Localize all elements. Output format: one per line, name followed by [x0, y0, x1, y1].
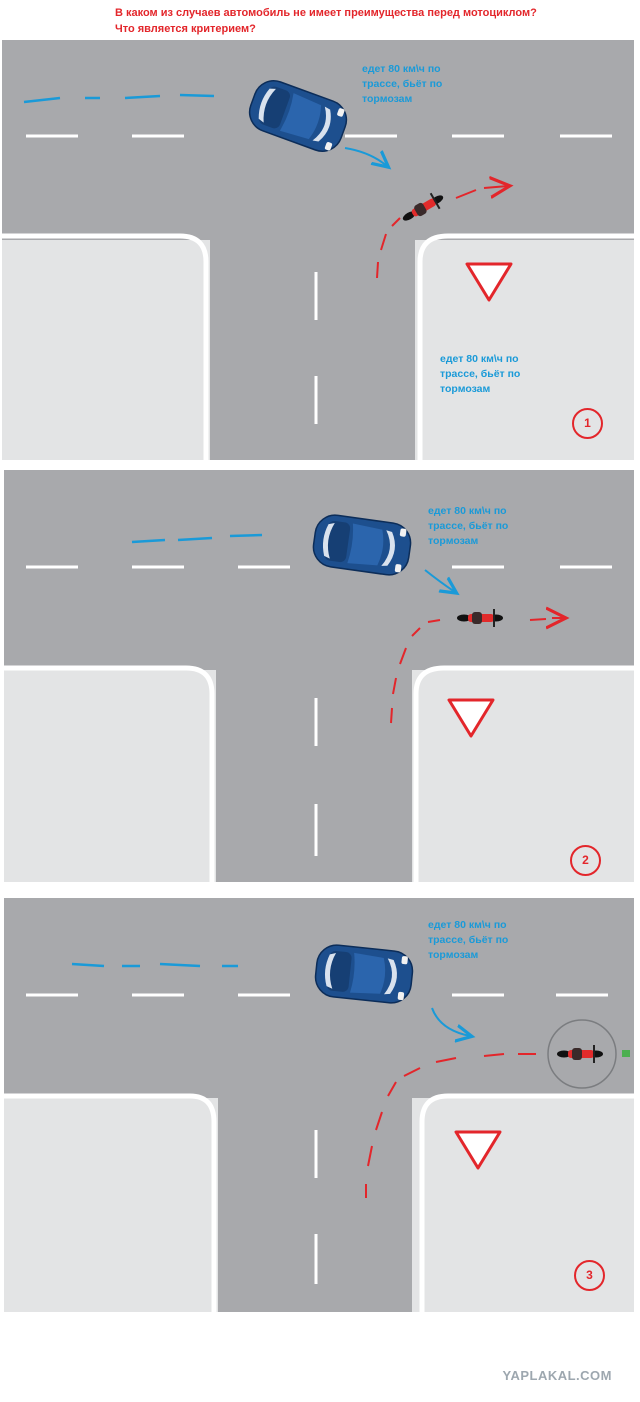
scenario-number: 2 — [570, 845, 601, 876]
watermark: YAPLAKAL.COM — [502, 1368, 612, 1383]
car-path — [71, 962, 238, 968]
car-icon — [312, 942, 416, 1006]
car-brake-arrow — [344, 147, 387, 166]
moto-arrow — [529, 618, 564, 620]
scenario-number: 1 — [572, 408, 603, 439]
intersection-diagram-3 — [4, 898, 634, 1312]
moto-path — [390, 619, 441, 724]
green-indicator — [622, 1050, 630, 1057]
scenario-panel-2: едет 80 км\ч по трассе, бьёт по тормозам… — [0, 470, 640, 910]
car-path — [23, 93, 215, 104]
moto-arrow — [455, 186, 508, 198]
car-brake-arrow — [431, 1007, 470, 1036]
highlight-circle — [547, 1019, 617, 1089]
car-note: едет 80 км\ч по трассе, бьёт по тормозам — [428, 919, 509, 961]
car-brake-arrow — [424, 569, 455, 592]
scenario-number: 3 — [574, 1260, 605, 1291]
question-line-1: В каком из случаев автомобиль не имеет п… — [115, 7, 537, 19]
moto-path — [365, 1053, 536, 1198]
scenario-panel-1: едет 80 км\ч по трассе, бьёт по тормозам… — [0, 40, 640, 480]
question-line-2: Что является критерием? — [115, 23, 256, 35]
intersection-diagram-2 — [4, 470, 634, 882]
moto-path — [376, 217, 401, 279]
scenario-panel-3: едет 80 км\ч по трассе, бьёт по тормозам… — [0, 898, 640, 1338]
car-path — [131, 533, 263, 544]
moto-note: едет 80 км\ч по трассе, бьёт по тормозам — [440, 353, 521, 395]
car-note: едет 80 км\ч по трассе, бьёт по тормозам — [362, 63, 443, 105]
intersection-diagram-1 — [2, 40, 634, 460]
car-note: едет 80 км\ч по трассе, бьёт по тормозам — [428, 505, 509, 547]
